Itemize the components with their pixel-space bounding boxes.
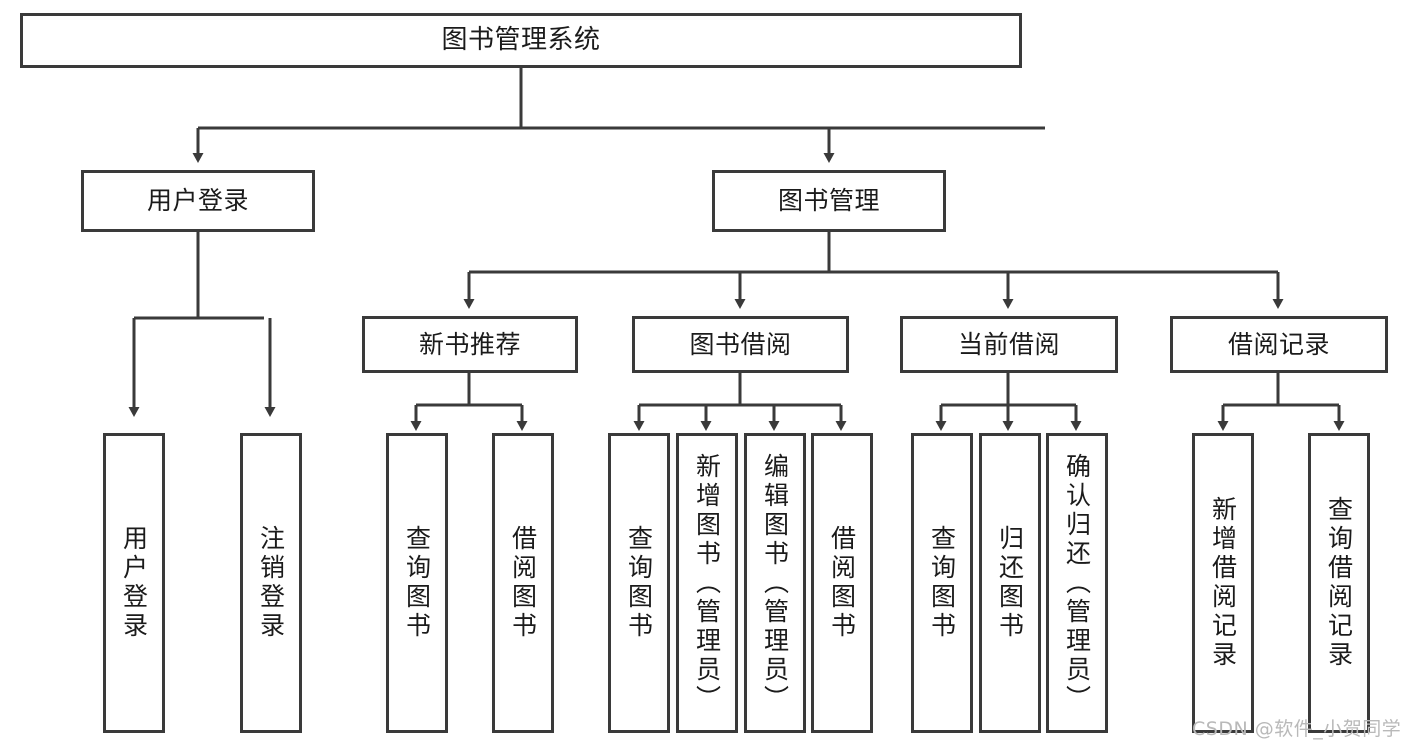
node-leaf-confirm-return[interactable]: 确认归还（管理员） bbox=[1046, 433, 1108, 733]
node-root-book-management-system[interactable]: 图书管理系统 bbox=[20, 13, 1022, 68]
node-new-book-recommend[interactable]: 新书推荐 bbox=[362, 316, 578, 373]
node-label: 用户登录 bbox=[146, 186, 249, 216]
node-leaf-edit-book[interactable]: 编辑图书（管理员） bbox=[744, 433, 806, 733]
node-label: 借阅图书 bbox=[827, 525, 857, 641]
node-label: 图书借阅 bbox=[689, 329, 792, 359]
node-label: 查询图书 bbox=[624, 525, 654, 641]
node-leaf-user-login[interactable]: 用户登录 bbox=[103, 433, 165, 733]
node-book-borrow[interactable]: 图书借阅 bbox=[632, 316, 849, 373]
node-leaf-add-book[interactable]: 新增图书（管理员） bbox=[676, 433, 738, 733]
node-label: 借阅图书 bbox=[508, 525, 538, 641]
node-user-login[interactable]: 用户登录 bbox=[81, 170, 315, 232]
node-label: 图书管理 bbox=[777, 186, 880, 216]
node-label: 查询借阅记录 bbox=[1324, 496, 1354, 670]
node-leaf-user-logout[interactable]: 注销登录 bbox=[240, 433, 302, 733]
node-label: 编辑图书（管理员） bbox=[760, 452, 790, 714]
node-leaf-borrow-book[interactable]: 借阅图书 bbox=[811, 433, 873, 733]
node-borrow-record[interactable]: 借阅记录 bbox=[1170, 316, 1388, 373]
node-label: 新书推荐 bbox=[418, 329, 521, 359]
node-label: 查询图书 bbox=[402, 525, 432, 641]
node-leaf-query-borrow-record[interactable]: 查询借阅记录 bbox=[1308, 433, 1370, 733]
node-label: 注销登录 bbox=[256, 525, 286, 641]
node-leaf-query-book-borrow[interactable]: 查询图书 bbox=[608, 433, 670, 733]
node-label: 确认归还（管理员） bbox=[1062, 452, 1092, 714]
node-leaf-query-book-recommend[interactable]: 查询图书 bbox=[386, 433, 448, 733]
watermark-text: CSDN @软件_小贺同学 bbox=[1192, 718, 1402, 740]
node-leaf-borrow-book-recommend[interactable]: 借阅图书 bbox=[492, 433, 554, 733]
node-label: 借阅记录 bbox=[1227, 329, 1330, 359]
node-label: 归还图书 bbox=[995, 525, 1025, 641]
node-current-borrow[interactable]: 当前借阅 bbox=[900, 316, 1118, 373]
node-label: 用户登录 bbox=[119, 525, 149, 641]
node-label: 新增图书（管理员） bbox=[692, 452, 722, 714]
node-leaf-add-borrow-record[interactable]: 新增借阅记录 bbox=[1192, 433, 1254, 733]
node-label: 当前借阅 bbox=[957, 329, 1060, 359]
node-label: 查询图书 bbox=[927, 525, 957, 641]
node-leaf-query-book-current[interactable]: 查询图书 bbox=[911, 433, 973, 733]
node-leaf-return-book[interactable]: 归还图书 bbox=[979, 433, 1041, 733]
node-label: 图书管理系统 bbox=[441, 25, 601, 56]
node-label: 新增借阅记录 bbox=[1208, 496, 1238, 670]
node-book-management[interactable]: 图书管理 bbox=[712, 170, 946, 232]
